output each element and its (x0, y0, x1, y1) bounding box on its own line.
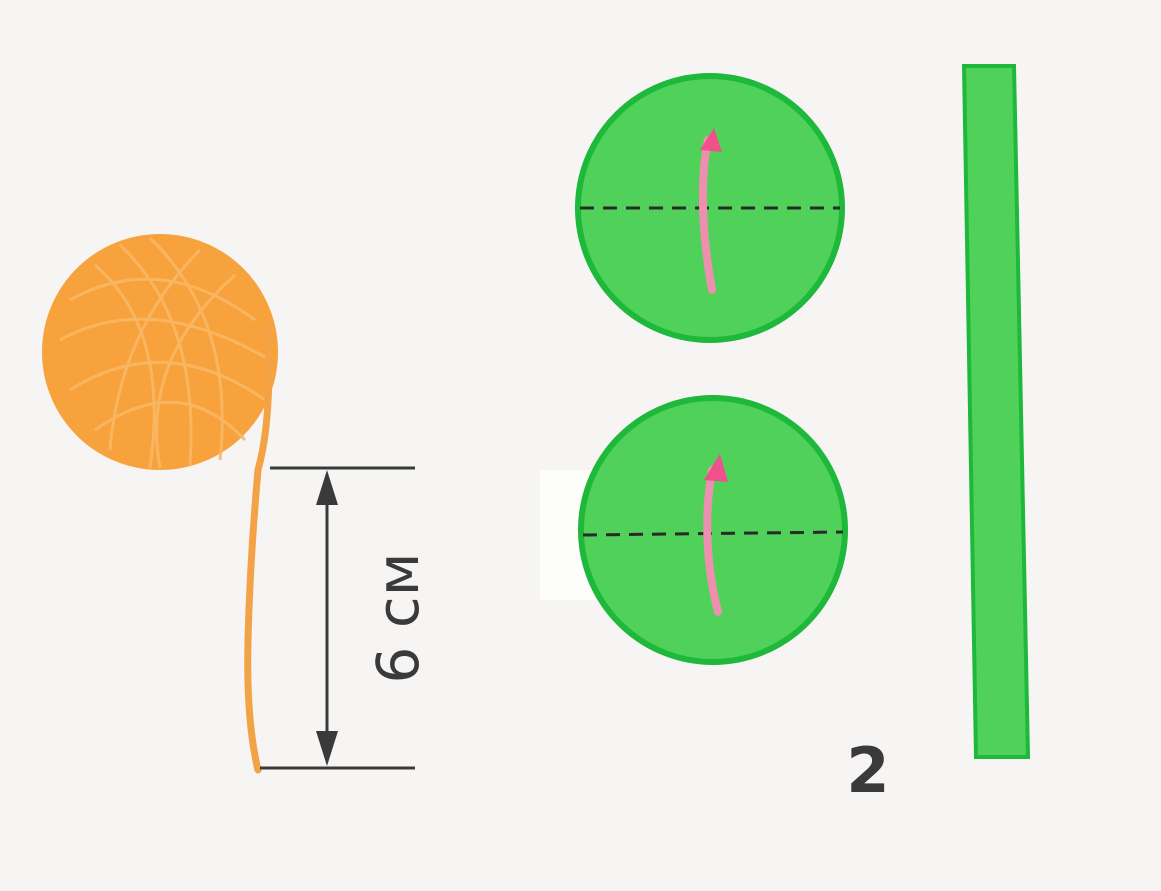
green-disc-bottom (581, 398, 845, 662)
green-disc-bottom-body (581, 398, 845, 662)
yarn-ball-body (42, 234, 278, 470)
green-disc-top-body (578, 76, 842, 340)
step-number: 2 (846, 734, 889, 807)
green-disc-top (578, 76, 842, 340)
measurement-label: 6 см (364, 553, 432, 684)
